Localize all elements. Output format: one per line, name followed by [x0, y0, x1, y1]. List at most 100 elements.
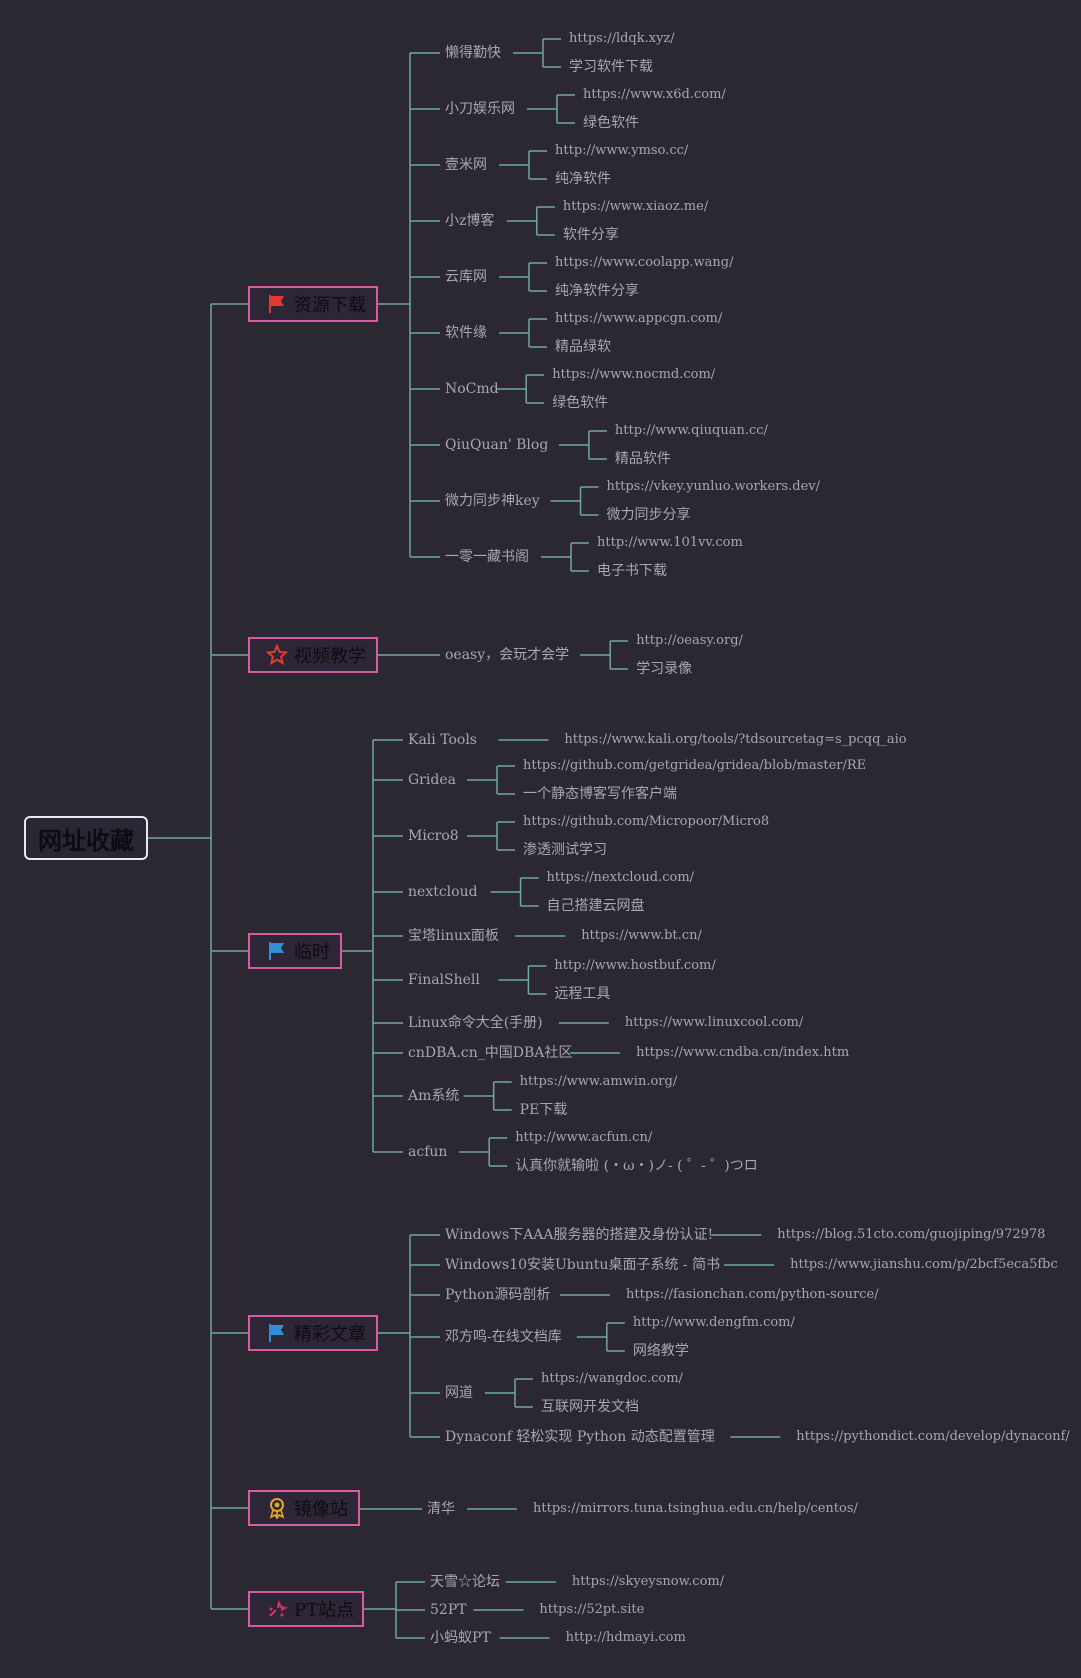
url-link[interactable]: https://www.xiaoz.me/ [562, 199, 709, 214]
star-icon [265, 643, 289, 666]
url-link[interactable]: http://hdmayi.com [565, 1630, 686, 1645]
topic-node[interactable]: FinalShell [408, 972, 480, 988]
description-text: 纯净软件 [555, 171, 611, 187]
url-link[interactable]: https://github.com/getgridea/gridea/blob… [523, 758, 867, 773]
topic-node[interactable]: Kali Tools [408, 732, 477, 748]
url-link[interactable]: https://www.coolapp.wang/ [555, 255, 734, 270]
topic-node[interactable]: Windows下AAA服务器的搭建及身份认证! [445, 1227, 714, 1243]
description-text: 认真你就输啦 (・ω・)ノ- ( ゜- ゜)つロ [515, 1158, 758, 1174]
branch-3[interactable]: 临时 [248, 933, 342, 969]
description-text: 自己搭建云网盘 [546, 898, 645, 914]
url-link[interactable]: https://www.x6d.com/ [583, 87, 726, 102]
blue-flag-icon [266, 940, 288, 962]
url-link[interactable]: https://wangdoc.com/ [541, 1371, 683, 1386]
description-text: 精品绿软 [555, 339, 611, 355]
url-link[interactable]: https://nextcloud.com/ [546, 870, 695, 885]
url-link[interactable]: https://blog.51cto.com/guojiping/972978 [777, 1227, 1046, 1242]
description-text: 渗透测试学习 [523, 842, 608, 858]
url-link[interactable]: https://skyeysnow.com/ [571, 1574, 725, 1589]
url-link[interactable]: https://www.cndba.cn/index.htm [636, 1045, 850, 1060]
branch-label: 临时 [294, 942, 330, 963]
url-link[interactable]: https://github.com/Micropoor/Micro8 [523, 814, 770, 829]
url-link[interactable]: http://www.qiuquan.cc/ [614, 423, 768, 438]
topic-node[interactable]: cnDBA.cn_中国DBA社区 [408, 1045, 573, 1061]
description-text: 绿色软件 [552, 395, 609, 411]
url-link[interactable]: https://www.jianshu.com/p/2bcf5eca5fbc [790, 1257, 1058, 1272]
description-text: 网络教学 [632, 1343, 689, 1359]
url-link[interactable]: http://www.dengfm.com/ [632, 1315, 795, 1330]
description-text: 学习软件下载 [569, 59, 653, 75]
topic-node[interactable]: 懒得勤快 [445, 45, 501, 61]
description-text: 互联网开发文档 [541, 1399, 639, 1415]
topic-node[interactable]: 微力同步神key [445, 493, 540, 509]
url-link[interactable]: https://vkey.yunluo.workers.dev/ [606, 479, 820, 494]
url-link[interactable]: https://www.linuxcool.com/ [624, 1015, 804, 1030]
topic-node[interactable]: QiuQuan' Blog [445, 437, 549, 453]
description-text: 纯净软件分享 [555, 283, 639, 299]
description-text: 电子书下载 [597, 563, 667, 579]
url-link[interactable]: https://www.amwin.org/ [519, 1074, 678, 1089]
topic-node[interactable]: 小z博客 [445, 213, 495, 229]
topic-node[interactable]: 网道 [445, 1385, 473, 1401]
topic-node[interactable]: Linux命令大全(手册) [408, 1015, 543, 1031]
description-text: 微力同步分享 [606, 507, 691, 523]
topic-node[interactable]: 52PT [430, 1602, 467, 1618]
description-text: 一个静态博客写作客户端 [523, 786, 678, 802]
topic-node[interactable]: Am系统 [408, 1088, 460, 1104]
topic-node[interactable]: 邓方鸣-在线文档库 [445, 1329, 562, 1345]
sparkle-icon [266, 1598, 288, 1620]
url-link[interactable]: http://www.ymso.cc/ [555, 143, 689, 158]
branch-5[interactable]: 镜像站 [248, 1490, 360, 1526]
url-link[interactable]: https://ldqk.xyz/ [569, 31, 675, 46]
root-label: 网址收藏 [38, 825, 134, 855]
topic-node[interactable]: acfun [408, 1144, 448, 1160]
topic-node[interactable]: 小蚂蚁PT [430, 1630, 491, 1646]
url-link[interactable]: https://fasionchan.com/python-source/ [626, 1287, 879, 1302]
topic-node[interactable]: Windows10安装Ubuntu桌面子系统 - 简书 [445, 1257, 721, 1273]
topic-node[interactable]: Dynaconf 轻松实现 Python 动态配置管理 [445, 1429, 715, 1445]
award-icon [266, 1497, 288, 1521]
description-text: 学习录像 [636, 661, 693, 677]
description-text: 精品软件 [614, 451, 671, 467]
topic-node[interactable]: 小刀娱乐网 [445, 101, 515, 117]
branch-1[interactable]: 资源下载 [248, 286, 378, 322]
url-link[interactable]: http://www.101vv.com [597, 535, 743, 550]
topic-node[interactable]: Gridea [408, 772, 456, 788]
branch-label: 精彩文章 [294, 1324, 366, 1345]
branch-label: PT站点 [294, 1600, 355, 1621]
branch-4[interactable]: 精彩文章 [248, 1315, 378, 1351]
url-link[interactable]: https://pythondict.com/develop/dynaconf/ [796, 1429, 1070, 1444]
branch-label: 资源下载 [294, 295, 366, 316]
topic-node[interactable]: Micro8 [408, 828, 459, 844]
branch-2[interactable]: 视频教学 [248, 637, 378, 673]
topic-node[interactable]: nextcloud [408, 884, 478, 900]
url-link[interactable]: http://www.hostbuf.com/ [554, 958, 716, 973]
description-text: 绿色软件 [583, 115, 639, 131]
url-link[interactable]: https://www.appcgn.com/ [555, 311, 723, 326]
description-text: 远程工具 [554, 986, 611, 1002]
topic-node[interactable]: 壹米网 [445, 157, 487, 173]
topic-node[interactable]: 清华 [427, 1501, 455, 1517]
blue-flag-icon [266, 1322, 288, 1344]
url-link[interactable]: https://mirrors.tuna.tsinghua.edu.cn/hel… [533, 1501, 858, 1516]
root-node[interactable]: 网址收藏 [24, 816, 148, 860]
topic-node[interactable]: 宝塔linux面板 [408, 928, 499, 944]
topic-node[interactable]: oeasy，会玩才会学 [445, 647, 570, 663]
topic-node[interactable]: 一零一藏书阁 [445, 549, 529, 565]
topic-node[interactable]: 云库网 [445, 269, 487, 285]
branch-label: 镜像站 [294, 1499, 348, 1520]
url-link[interactable]: https://www.bt.cn/ [581, 928, 702, 943]
description-text: 软件分享 [562, 227, 619, 243]
url-link[interactable]: http://www.acfun.cn/ [515, 1130, 653, 1145]
branch-6[interactable]: PT站点 [248, 1591, 364, 1627]
url-link[interactable]: https://52pt.site [539, 1602, 645, 1617]
url-link[interactable]: http://oeasy.org/ [636, 633, 743, 648]
topic-node[interactable]: Python源码剖析 [445, 1287, 551, 1303]
topic-node[interactable]: NoCmd [445, 381, 499, 397]
url-link[interactable]: https://www.nocmd.com/ [552, 367, 716, 382]
url-link[interactable]: https://www.kali.org/tools/?tdsourcetag=… [564, 732, 907, 747]
topic-node[interactable]: 软件缘 [445, 325, 487, 341]
topic-node[interactable]: 天雪☆论坛 [430, 1574, 500, 1590]
red-flag-icon [266, 293, 288, 315]
